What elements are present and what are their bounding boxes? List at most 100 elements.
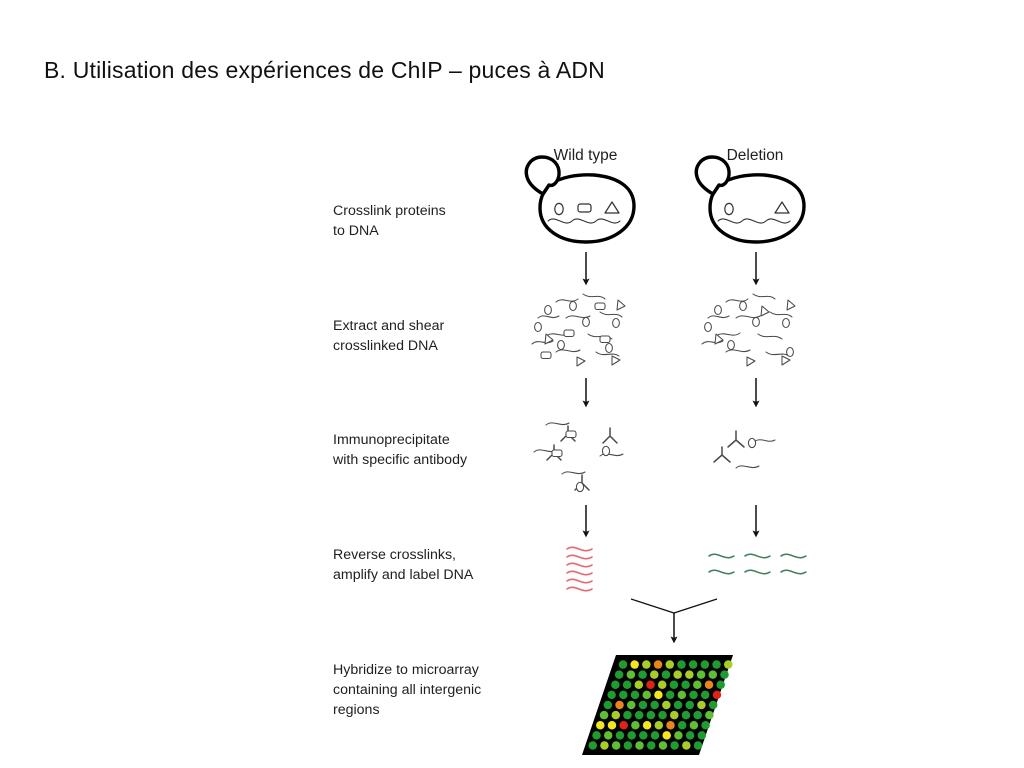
step-label-line: containing all intergenic (333, 682, 482, 698)
microarray-spot (658, 741, 668, 750)
microarray-spot (623, 710, 632, 720)
microarray-spot (635, 741, 644, 750)
microarray-spot (708, 670, 718, 679)
microarray-spot (700, 690, 710, 700)
microarray-spot (619, 690, 628, 700)
microarray-spot (599, 710, 609, 720)
microarray-spot (622, 680, 632, 690)
microarray-spot (696, 670, 706, 679)
step-label-line: regions (333, 702, 380, 718)
microarray-spot (623, 741, 633, 750)
microarray-spot (614, 670, 624, 679)
microarray-spot (631, 720, 640, 730)
microarray-spot (653, 660, 663, 669)
microarray-spot (677, 660, 686, 669)
step-label-line: crosslinked DNA (333, 338, 438, 354)
step-label-line: Extract and shear (333, 318, 445, 334)
microarray-spot (662, 731, 671, 740)
microarray-spot (670, 710, 679, 720)
microarray-spot (712, 690, 722, 700)
microarray-spot (697, 731, 707, 740)
microarray-spot (615, 700, 624, 710)
microarray-spot (681, 680, 690, 690)
step-label-line: with specific antibody (333, 452, 468, 468)
immunoprecipitate-deletion (713, 430, 776, 469)
microarray-spot (666, 720, 675, 730)
microarray-spot (705, 710, 714, 720)
microarray-spot (607, 720, 617, 730)
microarray-spot (650, 700, 659, 710)
protein-rectangle (577, 203, 592, 213)
microarray-spot (665, 660, 675, 669)
microarray-spot (611, 710, 621, 720)
microarray-spot (646, 680, 655, 690)
microarray-spot (638, 670, 647, 679)
microarray-spot (603, 731, 613, 740)
microarray-spot (627, 731, 636, 740)
microarray-spot (642, 720, 652, 730)
microarray-spot (618, 660, 628, 669)
microarray-spot (697, 700, 706, 710)
step-label-line: Immunoprecipitate (333, 432, 450, 448)
step-label-hybridize: Hybridize to microarray containing all i… (333, 660, 548, 720)
step-label-immunoprecipitate: Immunoprecipitate with specific antibody (333, 430, 548, 470)
page-title: B. Utilisation des expériences de ChIP –… (44, 57, 605, 83)
microarray-spot (689, 690, 698, 700)
step-label-reverse-crosslink: Reverse crosslinks, amplify and label DN… (333, 545, 548, 585)
protein-triangle (604, 201, 620, 214)
microarray-image (575, 649, 740, 761)
microarray-spot (665, 690, 675, 700)
microarray-spot (685, 670, 694, 679)
microarray-spot (688, 660, 698, 669)
microarray-spot (701, 720, 710, 730)
step-label-line: amplify and label DNA (333, 567, 474, 583)
microarray-spot (661, 670, 671, 679)
microarray-spot (611, 680, 620, 690)
microarray-spot (677, 690, 687, 700)
microarray-spot (592, 731, 601, 740)
protein-triangle (774, 201, 790, 214)
microarray-spot (603, 700, 613, 710)
step-label-crosslink: Crosslink proteins to DNA (333, 201, 548, 241)
microarray-spot (685, 700, 694, 710)
microarray-spot (596, 720, 605, 730)
merge-junction (630, 598, 718, 644)
microarray-spot (600, 741, 609, 750)
microarray-spot (646, 710, 656, 720)
step-label-line: Crosslink proteins (333, 203, 446, 219)
step-label-line: to DNA (333, 223, 379, 239)
microarray-spot (634, 680, 644, 690)
microarray-spot (673, 670, 682, 679)
microarray-spot (716, 680, 725, 690)
microarray-spot (724, 660, 733, 669)
microarray-spot (638, 700, 648, 710)
column-header-wild-type: Wild type (553, 147, 618, 164)
microarray-spot (642, 690, 651, 700)
microarray-spot (700, 660, 710, 669)
microarray-spot (611, 741, 621, 750)
microarray-spot (654, 720, 664, 730)
microarray-spot (685, 731, 695, 740)
microarray-spot (674, 731, 683, 740)
microarray-spot (657, 680, 667, 690)
microarray-spot (693, 741, 703, 750)
microarray-spot (627, 700, 636, 710)
labeled-dna-wild-type (566, 546, 593, 592)
microarray-spot (669, 680, 679, 690)
yeast-cell-deletion (694, 155, 806, 244)
microarray-spot (654, 690, 663, 700)
microarray-spot (607, 690, 616, 700)
sheared-chromatin-deletion (701, 293, 796, 367)
microarray-spot (646, 741, 656, 750)
step-label-extract-shear: Extract and shear crosslinked DNA (333, 316, 548, 356)
step-label-line: Hybridize to microarray (333, 662, 479, 678)
microarray-svg (582, 655, 733, 755)
microarray-spot (615, 731, 625, 740)
microarray-spot (650, 731, 660, 740)
microarray-spot (682, 741, 691, 750)
microarray-spot (670, 741, 679, 750)
microarray-spot (693, 710, 702, 720)
protein-circle (554, 202, 564, 216)
